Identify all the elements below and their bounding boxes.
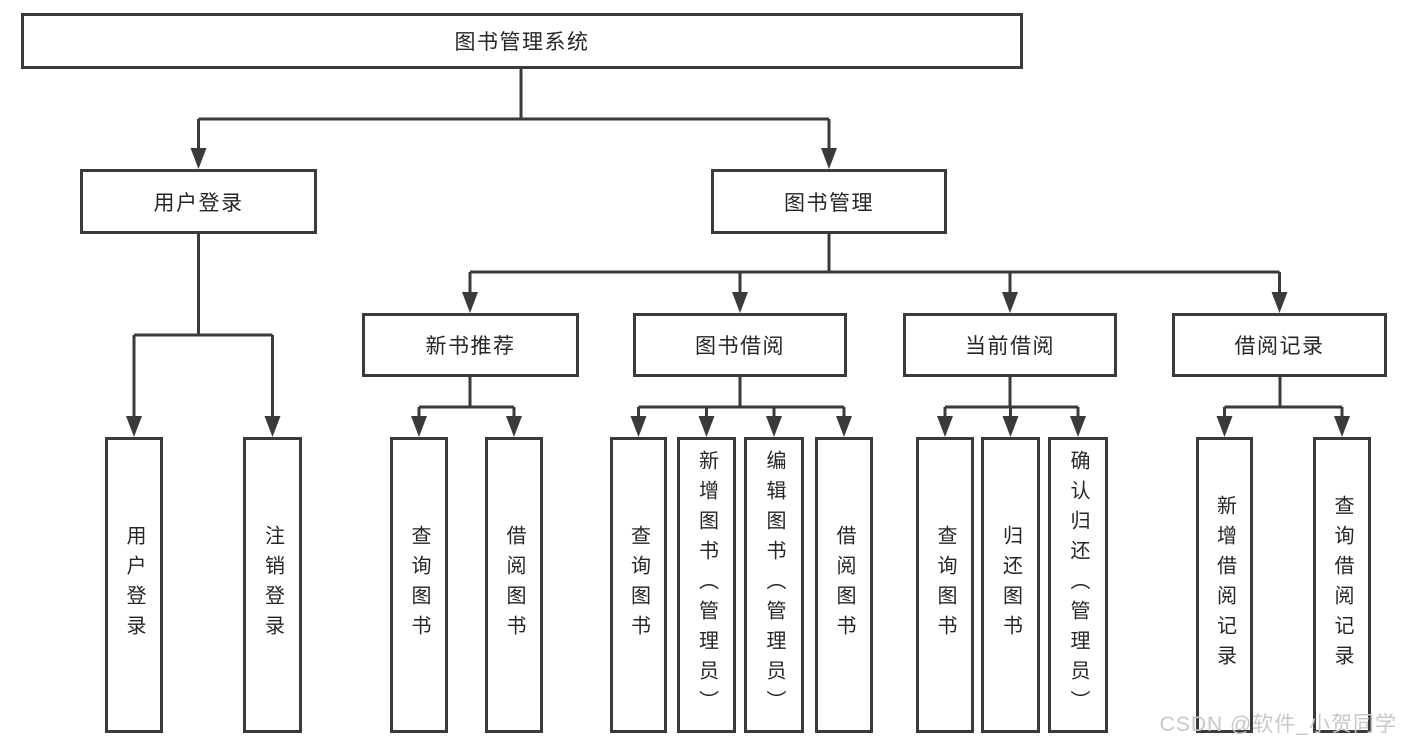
leaf-edit-books-admin: 编辑图书（管理员） [744, 437, 804, 733]
leaf-label: 新增图书（管理员） [695, 450, 718, 720]
node-book-borrow: 图书借阅 [633, 313, 847, 377]
leaf-borrow-books-recommend: 借阅图书 [485, 437, 543, 733]
leaf-query-books-recommend: 查询图书 [390, 437, 448, 733]
leaf-label: 编辑图书（管理员） [763, 450, 785, 720]
leaf-label: 用户登录 [123, 525, 145, 645]
leaf-query-books-current: 查询图书 [916, 437, 974, 733]
node-new-book-recommend-label: 新书推荐 [425, 335, 516, 358]
node-root: 图书管理系统 [21, 13, 1023, 69]
leaf-add-books-admin: 新增图书（管理员） [677, 437, 736, 733]
leaf-user-login: 用户登录 [105, 437, 163, 733]
leaf-add-borrow-record: 新增借阅记录 [1196, 437, 1253, 733]
leaf-confirm-return-admin: 确认归还（管理员） [1048, 437, 1108, 733]
node-borrow-records-label: 借阅记录 [1234, 335, 1325, 358]
leaf-label: 查询借阅记录 [1331, 495, 1353, 675]
node-borrow-records: 借阅记录 [1172, 313, 1387, 377]
leaf-label: 新增借阅记录 [1213, 495, 1236, 675]
leaf-return-books: 归还图书 [981, 437, 1040, 733]
node-current-borrow-label: 当前借阅 [965, 335, 1055, 358]
node-book-management: 图书管理 [711, 169, 947, 234]
node-current-borrow: 当前借阅 [903, 313, 1117, 377]
node-book-management-label: 图书管理 [784, 191, 874, 215]
leaf-borrow-books: 借阅图书 [815, 437, 873, 733]
arrowhead-icons [126, 148, 1350, 437]
leaf-query-books-borrow: 查询图书 [610, 437, 667, 733]
leaf-label: 借阅图书 [833, 525, 855, 645]
leaf-query-borrow-record: 查询借阅记录 [1313, 437, 1371, 733]
leaf-label: 查询图书 [408, 525, 430, 645]
leaf-label: 注销登录 [261, 525, 284, 645]
node-root-label: 图书管理系统 [454, 31, 590, 54]
node-user-login-label: 用户登录 [153, 191, 244, 215]
leaf-label: 查询图书 [627, 525, 650, 645]
leaf-label: 归还图书 [999, 525, 1022, 645]
node-book-borrow-label: 图书借阅 [695, 335, 785, 358]
leaf-label: 确认归还（管理员） [1067, 450, 1089, 720]
leaf-label: 借阅图书 [503, 525, 525, 645]
node-new-book-recommend: 新书推荐 [362, 313, 579, 377]
node-user-login: 用户登录 [80, 169, 317, 234]
leaf-label: 查询图书 [934, 525, 956, 645]
watermark: CSDN @软件_小贺同学 [1159, 713, 1397, 736]
leaf-logout: 注销登录 [243, 437, 302, 733]
